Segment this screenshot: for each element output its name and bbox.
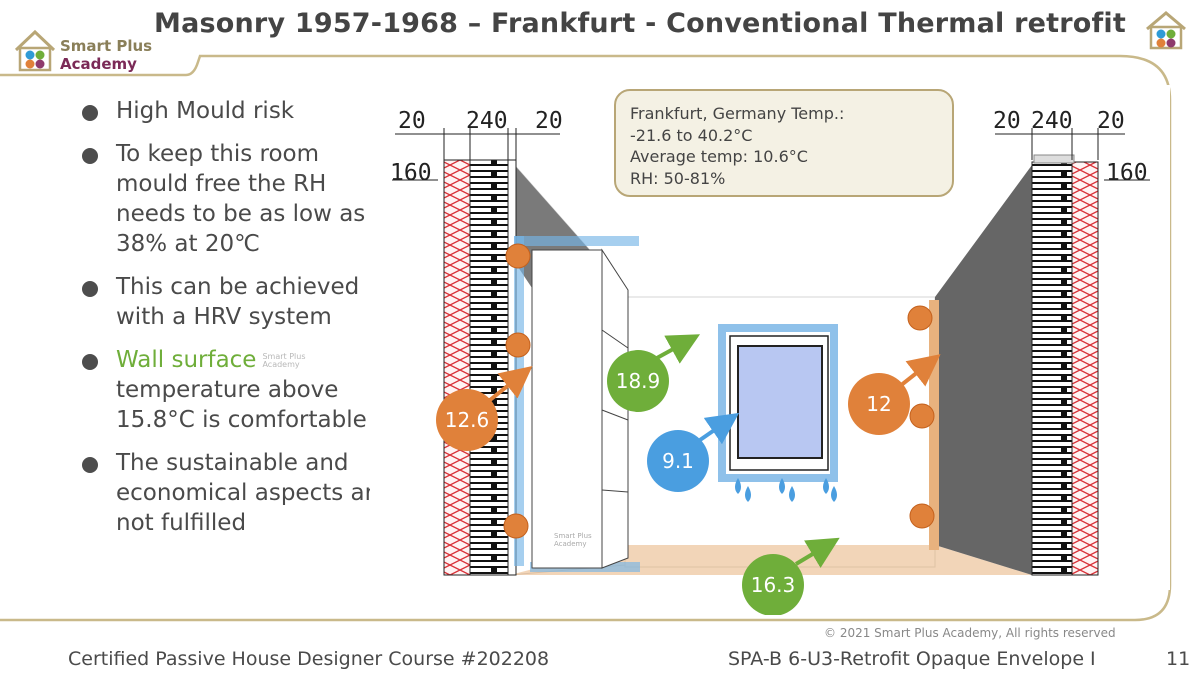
watermark-text: Smart Plus [554, 532, 592, 540]
info-line: Average temp: 10.6°C [630, 147, 808, 166]
bullet-dot [82, 281, 98, 297]
dimension-lines-left [392, 128, 560, 181]
dimension-label: 20 [398, 108, 426, 134]
dimension-label: 160 [1106, 160, 1148, 186]
bullet-dot [82, 457, 98, 473]
temp-badge-right-wall: 12 [848, 373, 910, 435]
svg-text:16.3: 16.3 [751, 573, 796, 597]
temp-badge-back-wall: 18.9 [607, 350, 669, 412]
svg-text:12.6: 12.6 [445, 408, 490, 432]
house-logo-icon [14, 29, 56, 72]
house-logo-icon [1146, 11, 1186, 50]
svg-text:9.1: 9.1 [662, 449, 694, 473]
bullet-text: To keep this room mould free the RH need… [116, 141, 366, 257]
logo [12, 28, 172, 76]
dimension-label: 240 [466, 108, 508, 134]
copyright: © 2021 Smart Plus Academy, All rights re… [824, 626, 1116, 640]
temp-badge-window: 9.1 [647, 430, 709, 492]
svg-text:12: 12 [866, 392, 891, 416]
bullet-text: The sustainable and economical aspects a… [116, 450, 388, 536]
dimension-label: 240 [1031, 108, 1073, 134]
svg-text:18.9: 18.9 [616, 369, 661, 393]
logo-text-line2: Academy [60, 55, 137, 73]
footer-module: SPA-B 6-U3-Retrofit Opaque Envelope I [728, 648, 1096, 670]
bullet-item: To keep this room mould free the RH need… [80, 139, 390, 259]
bullet-text-highlight: Wall surface [116, 347, 257, 373]
dimension-label: 20 [535, 108, 563, 134]
dimension-label: 20 [1097, 108, 1125, 134]
page-number: 11 [1166, 648, 1191, 670]
bullet-item: High Mould risk [80, 96, 390, 126]
footer-course: Certified Passive House Designer Course … [68, 648, 550, 670]
watermark-text: Academy [554, 540, 587, 548]
dimension-lines-right [995, 128, 1150, 181]
bullet-text: High Mould risk [116, 98, 295, 124]
dimension-label: 160 [390, 160, 432, 186]
bullet-item: The sustainable and economical aspects a… [80, 448, 390, 538]
temp-badge-floor: 16.3 [742, 554, 804, 615]
mould-icon [503, 243, 935, 539]
bullet-list: High Mould risk To keep this room mould … [80, 96, 390, 551]
climate-info-box: Frankfurt, Germany Temp.: -21.6 to 40.2°… [614, 89, 954, 197]
temp-badge-left-wall: 12.6 [436, 389, 498, 451]
logo-right [1144, 10, 1188, 50]
bullet-dot [82, 148, 98, 164]
bullet-text: temperature above 15.8°C is comfortable [116, 377, 367, 433]
logo-text-line1: Smart Plus [60, 37, 153, 55]
bullet-dot [82, 105, 98, 121]
info-line: -21.6 to 40.2°C [630, 125, 753, 145]
bullet-text: This can be achieved with a HRV system [116, 274, 360, 330]
info-line: Frankfurt, Germany Temp.: [630, 104, 845, 123]
bullet-dot [82, 354, 98, 370]
info-line: RH: 50-81% [630, 168, 726, 188]
dimension-label: 20 [993, 108, 1021, 134]
bullet-item: This can be achieved with a HRV system [80, 272, 390, 332]
droplet-icon [735, 478, 837, 502]
page-title: Masonry 1957-1968 – Frankfurt - Conventi… [154, 8, 1126, 39]
